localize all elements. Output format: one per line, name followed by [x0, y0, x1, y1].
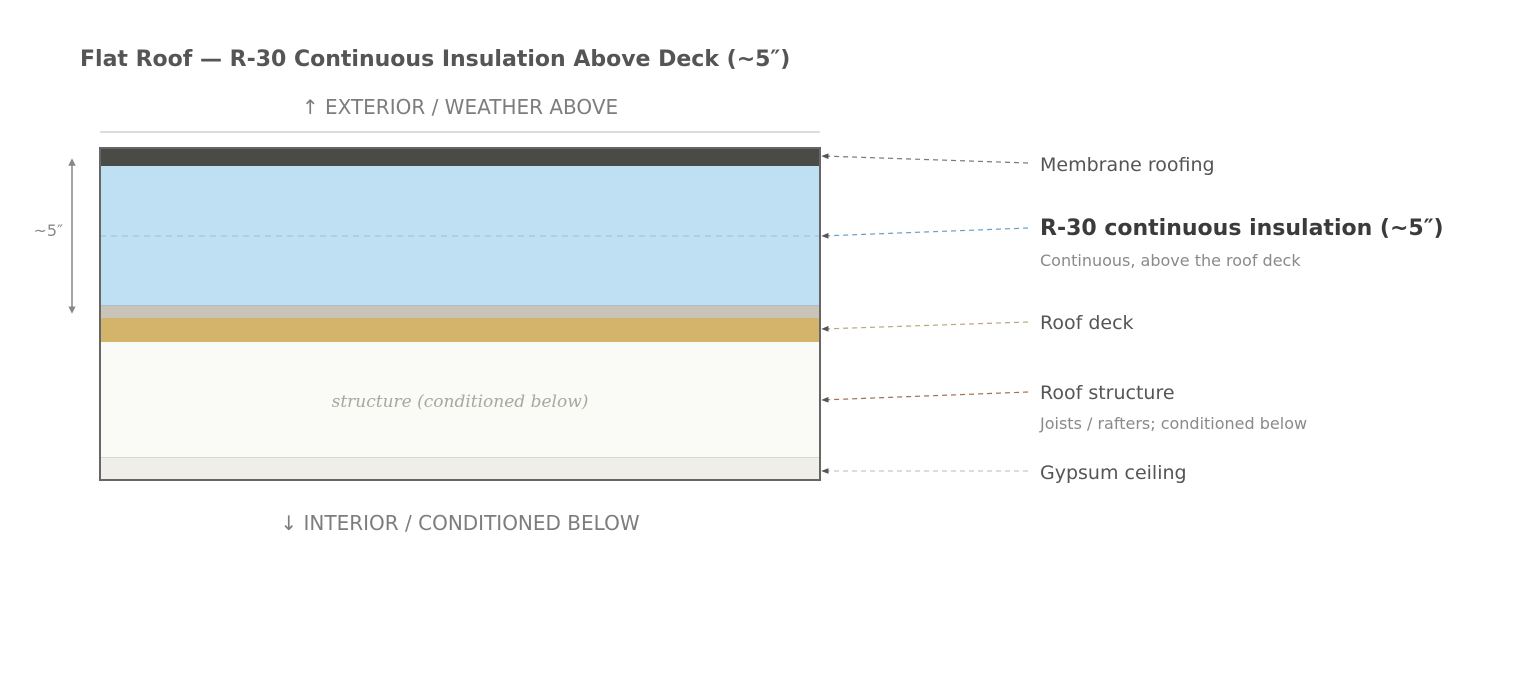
structure-callout: Roof structure	[1040, 382, 1175, 404]
structure-leader	[821, 391, 1029, 403]
membrane-layer	[100, 148, 820, 166]
dimension-label: ~5″	[33, 221, 63, 240]
structure-callout-sub: Joists / rafters; conditioned below	[1039, 414, 1307, 433]
gypsum-ceiling-layer	[100, 458, 820, 480]
roof-structure-layer	[100, 342, 820, 458]
deck-leader	[821, 321, 1029, 332]
membrane-callout: Membrane roofing	[1040, 154, 1215, 176]
insulation-layer	[100, 166, 820, 306]
membrane-leader	[821, 153, 1029, 164]
roof-deck-layer	[100, 318, 820, 342]
deck-callout: Roof deck	[1040, 312, 1134, 334]
insulation-callout: R-30 continuous insulation (~5″)	[1040, 216, 1444, 241]
structure-inner-label: structure (conditioned below)	[332, 392, 589, 412]
gypsum-callout: Gypsum ceiling	[1040, 462, 1187, 484]
interior-label: ↓ INTERIOR / CONDITIONED BELOW	[280, 511, 639, 535]
insulation-callout-sub: Continuous, above the roof deck	[1040, 251, 1301, 270]
insulation-leader	[821, 227, 1029, 239]
exterior-label: ↑ EXTERIOR / WEATHER ABOVE	[302, 95, 618, 119]
diagram-title: Flat Roof — R-30 Continuous Insulation A…	[80, 47, 790, 72]
section-outline	[99, 147, 821, 481]
cover-board-layer	[100, 306, 820, 318]
